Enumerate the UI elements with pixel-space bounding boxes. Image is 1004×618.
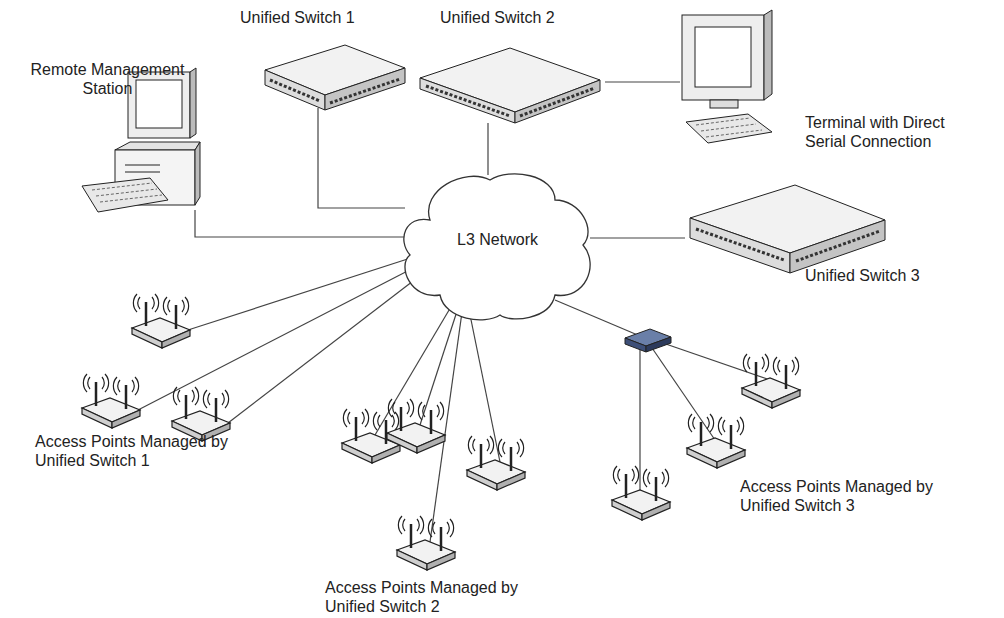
ap-wire <box>639 345 640 492</box>
network-cloud: L3 Network <box>405 175 590 320</box>
network-link <box>487 123 488 175</box>
ap-wire <box>228 268 430 423</box>
monitor <box>682 15 764 100</box>
ap-wire <box>555 300 640 336</box>
switch-ports <box>520 88 595 116</box>
switch-ports <box>426 86 510 116</box>
switch-side <box>515 80 600 123</box>
monitor-side <box>764 10 772 100</box>
switch-front <box>690 218 790 273</box>
access-point <box>172 387 230 441</box>
switch-side <box>646 337 671 352</box>
switch-ports <box>696 229 784 260</box>
keyboard <box>686 114 772 143</box>
access-point <box>612 466 670 520</box>
terminal-node: Terminal with Direct Serial Connection <box>680 5 995 165</box>
node-label: Unified Switch 1 <box>240 8 410 27</box>
network-link <box>605 81 680 82</box>
switch-icon <box>690 185 885 273</box>
keys <box>92 183 162 202</box>
monitor-base <box>710 100 738 108</box>
terminal-icon <box>682 10 772 143</box>
cloud-shape <box>404 174 590 320</box>
switch-side <box>790 220 885 273</box>
access-point <box>467 436 525 490</box>
group-label: Access Points Managed by Unified Switch … <box>740 477 940 515</box>
network-link <box>590 237 685 238</box>
network-link <box>195 210 405 237</box>
switch-side <box>325 68 405 110</box>
monitor-side <box>190 68 196 138</box>
node-label: Unified Switch 3 <box>805 266 950 285</box>
workstation-node: Remote Management Station <box>5 58 205 210</box>
access-point <box>687 414 745 468</box>
ap-wire <box>430 305 463 542</box>
switch-top <box>420 48 600 112</box>
switch-ports <box>330 79 400 103</box>
network-link <box>318 108 405 208</box>
drive-slot <box>125 165 160 166</box>
access-point <box>742 354 800 408</box>
switch-front <box>420 78 515 123</box>
group-label: Access Points Managed by Unified Switch … <box>325 578 525 616</box>
switch-ports <box>270 80 320 101</box>
access-point <box>82 374 140 428</box>
switch-node: Unified Switch 3 <box>685 180 950 295</box>
node-label: L3 Network <box>405 230 590 249</box>
access-point <box>387 399 445 453</box>
switch-icon <box>420 48 600 123</box>
switch-ports <box>796 231 880 261</box>
node-label: Terminal with Direct Serial Connection <box>805 113 975 151</box>
switch-front <box>265 70 325 110</box>
access-point <box>132 294 190 348</box>
keyboard <box>82 178 168 212</box>
monitor <box>128 72 190 138</box>
switch-node: Unified Switch 1 <box>240 8 410 108</box>
group-label: Access Points Managed by Unified Switch … <box>35 432 235 470</box>
switch-node: Unified Switch 2 <box>420 8 605 123</box>
access-point <box>397 516 455 570</box>
keys <box>696 118 762 137</box>
node-label: Remote Management Station <box>20 60 195 98</box>
ap-wire <box>420 302 460 425</box>
switch-front <box>625 338 646 352</box>
ap-wire <box>650 345 715 440</box>
small-switch-icon <box>625 329 671 352</box>
screen <box>695 27 751 87</box>
drive-slot <box>125 172 160 173</box>
ap-wire <box>660 342 770 380</box>
node-label: Unified Switch 2 <box>440 8 605 27</box>
ap-wire <box>188 255 420 330</box>
switch-icon <box>265 45 405 110</box>
case-top <box>115 142 200 150</box>
ap-wire <box>468 305 500 462</box>
case-side <box>195 142 200 205</box>
screen <box>136 80 182 128</box>
